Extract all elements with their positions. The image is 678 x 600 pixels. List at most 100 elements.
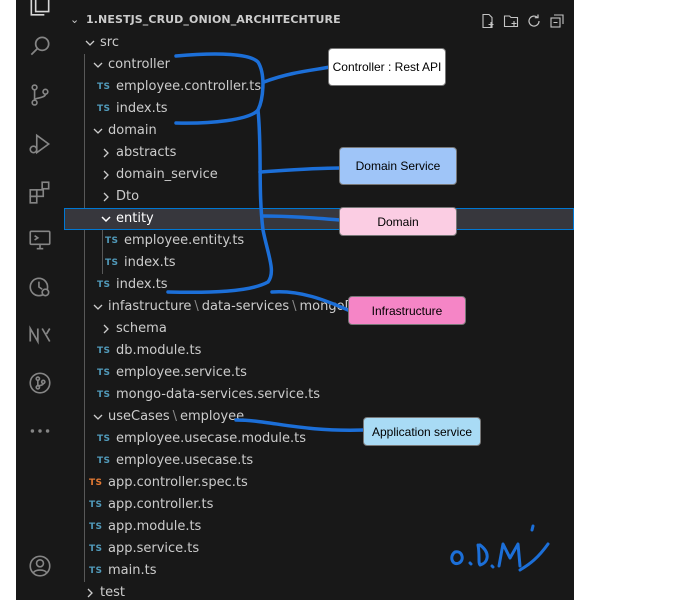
controller-callout: Controller : Rest API xyxy=(328,48,446,86)
typescript-file-icon: TS xyxy=(105,236,119,246)
tree-label: employee.service.ts xyxy=(116,365,247,380)
chevron-down-icon: ⌄ xyxy=(70,13,80,26)
chevron-right-icon xyxy=(100,142,114,164)
typescript-file-icon: TS xyxy=(89,544,103,554)
chevron-right-icon xyxy=(100,164,114,186)
search-icon[interactable] xyxy=(27,33,53,59)
tree-file-app-module[interactable]: TS app.module.ts xyxy=(64,516,574,538)
tree-folder-abstracts[interactable]: abstracts xyxy=(64,142,574,164)
tree-label: abstracts xyxy=(116,145,177,160)
tree-label: domain xyxy=(108,123,157,138)
chevron-down-icon xyxy=(84,32,98,54)
chevron-down-icon xyxy=(92,120,106,142)
refresh-icon[interactable] xyxy=(526,13,542,29)
tree-label: domain_service xyxy=(116,167,218,182)
typescript-file-icon: TS xyxy=(97,434,111,444)
tree-label: test xyxy=(100,585,125,600)
typescript-file-icon: TS xyxy=(97,82,111,92)
tree-label: db.module.ts xyxy=(116,343,202,358)
domain-service-callout: Domain Service xyxy=(339,147,457,185)
run-debug-icon[interactable] xyxy=(27,131,53,157)
infrastructure-callout: Infrastructure xyxy=(348,296,466,325)
typescript-file-icon: TS xyxy=(97,280,111,290)
account-icon[interactable] xyxy=(27,553,53,579)
tree-label: app.controller.ts xyxy=(108,497,214,512)
chevron-down-icon xyxy=(92,296,106,318)
tree-label: index.ts xyxy=(116,277,168,292)
tree-folder-entity[interactable]: entity xyxy=(64,208,574,230)
tree-file-main[interactable]: TS main.ts xyxy=(64,560,574,582)
extensions-icon[interactable] xyxy=(27,179,53,205)
tree-file-db-module[interactable]: TS db.module.ts xyxy=(64,340,574,362)
tree-label: useCases\employee xyxy=(108,409,245,424)
tree-label: schema xyxy=(116,321,167,336)
typescript-test-file-icon: TS xyxy=(89,478,103,488)
application-service-callout: Application service xyxy=(363,417,481,446)
docker-icon[interactable] xyxy=(27,274,53,300)
tree-label: app.service.ts xyxy=(108,541,200,556)
tree-file-employee-service[interactable]: TS employee.service.ts xyxy=(64,362,574,384)
tree-label: entity xyxy=(116,211,154,226)
explorer-icon[interactable] xyxy=(27,0,53,18)
tree-label: employee.usecase.ts xyxy=(116,453,254,468)
activity-bar xyxy=(16,0,64,600)
typescript-file-icon: TS xyxy=(97,368,111,378)
typescript-file-icon: TS xyxy=(97,346,111,356)
chevron-right-icon xyxy=(84,582,98,600)
tree-file-controller-index[interactable]: TS index.ts xyxy=(64,98,574,120)
tree-label: employee.controller.ts xyxy=(116,79,262,94)
vscode-window: ⌄ 1.NESTJS_CRUD_ONION_ARCHITECHTURE src … xyxy=(16,0,574,600)
tree-file-app-controller[interactable]: TS app.controller.ts xyxy=(64,494,574,516)
tree-label: employee.entity.ts xyxy=(124,233,245,248)
remote-explorer-icon[interactable] xyxy=(27,227,53,253)
tree-folder-usecases[interactable]: useCases\employee xyxy=(64,406,574,428)
source-control-icon[interactable] xyxy=(27,82,53,108)
indent-guide xyxy=(84,54,85,582)
tree-folder-src[interactable]: src xyxy=(64,32,574,54)
tree-folder-infrastructure[interactable]: infastructure\data-services\mongoDB xyxy=(64,296,574,318)
tree-file-usecase-module[interactable]: TS employee.usecase.module.ts xyxy=(64,428,574,450)
project-title: 1.NESTJS_CRUD_ONION_ARCHITECHTURE xyxy=(86,13,341,26)
git-graph-icon[interactable] xyxy=(27,370,53,396)
tree-folder-domain[interactable]: domain xyxy=(64,120,574,142)
tree-folder-controller[interactable]: controller xyxy=(64,54,574,76)
tree-file-entity-index[interactable]: TS index.ts xyxy=(64,252,574,274)
typescript-file-icon: TS xyxy=(97,456,111,466)
tree-file-mongo-service[interactable]: TS mongo-data-services.service.ts xyxy=(64,384,574,406)
nx-console-icon[interactable] xyxy=(27,322,53,348)
typescript-file-icon: TS xyxy=(105,258,119,268)
tree-label: infastructure\data-services\mongoDB xyxy=(108,299,364,314)
tree-file-domain-index[interactable]: TS index.ts xyxy=(64,274,574,296)
tree-label: controller xyxy=(108,57,171,72)
new-folder-icon[interactable] xyxy=(503,13,519,29)
tree-file-employee-entity[interactable]: TS employee.entity.ts xyxy=(64,230,574,252)
tree-label: index.ts xyxy=(116,101,168,116)
new-file-icon[interactable] xyxy=(480,13,496,29)
tree-label: mongo-data-services.service.ts xyxy=(116,387,321,402)
typescript-file-icon: TS xyxy=(89,500,103,510)
explorer-header[interactable]: ⌄ 1.NESTJS_CRUD_ONION_ARCHITECHTURE xyxy=(64,9,574,31)
tree-file-app-service[interactable]: TS app.service.ts xyxy=(64,538,574,560)
collapse-all-icon[interactable] xyxy=(549,13,565,29)
tree-folder-dto[interactable]: Dto xyxy=(64,186,574,208)
tree-label: employee.usecase.module.ts xyxy=(116,431,307,446)
domain-callout: Domain xyxy=(339,207,457,236)
tree-file-employee-controller[interactable]: TS employee.controller.ts xyxy=(64,76,574,98)
explorer-panel: ⌄ 1.NESTJS_CRUD_ONION_ARCHITECHTURE src … xyxy=(64,0,574,600)
typescript-file-icon: TS xyxy=(89,522,103,532)
tree-file-usecase[interactable]: TS employee.usecase.ts xyxy=(64,450,574,472)
tree-folder-domain-service[interactable]: domain_service xyxy=(64,164,574,186)
tree-folder-test[interactable]: test xyxy=(64,582,574,600)
chevron-down-icon xyxy=(92,54,106,76)
tree-label: index.ts xyxy=(124,255,176,270)
more-icon[interactable] xyxy=(27,418,53,444)
chevron-right-icon xyxy=(100,186,114,208)
tree-folder-schema[interactable]: schema xyxy=(64,318,574,340)
tree-label: main.ts xyxy=(108,563,157,578)
chevron-down-icon xyxy=(92,406,106,428)
chevron-right-icon xyxy=(100,318,114,340)
typescript-file-icon: TS xyxy=(89,566,103,576)
tree-label: src xyxy=(100,35,119,50)
indent-guide xyxy=(102,230,103,274)
tree-file-app-controller-spec[interactable]: TS app.controller.spec.ts xyxy=(64,472,574,494)
